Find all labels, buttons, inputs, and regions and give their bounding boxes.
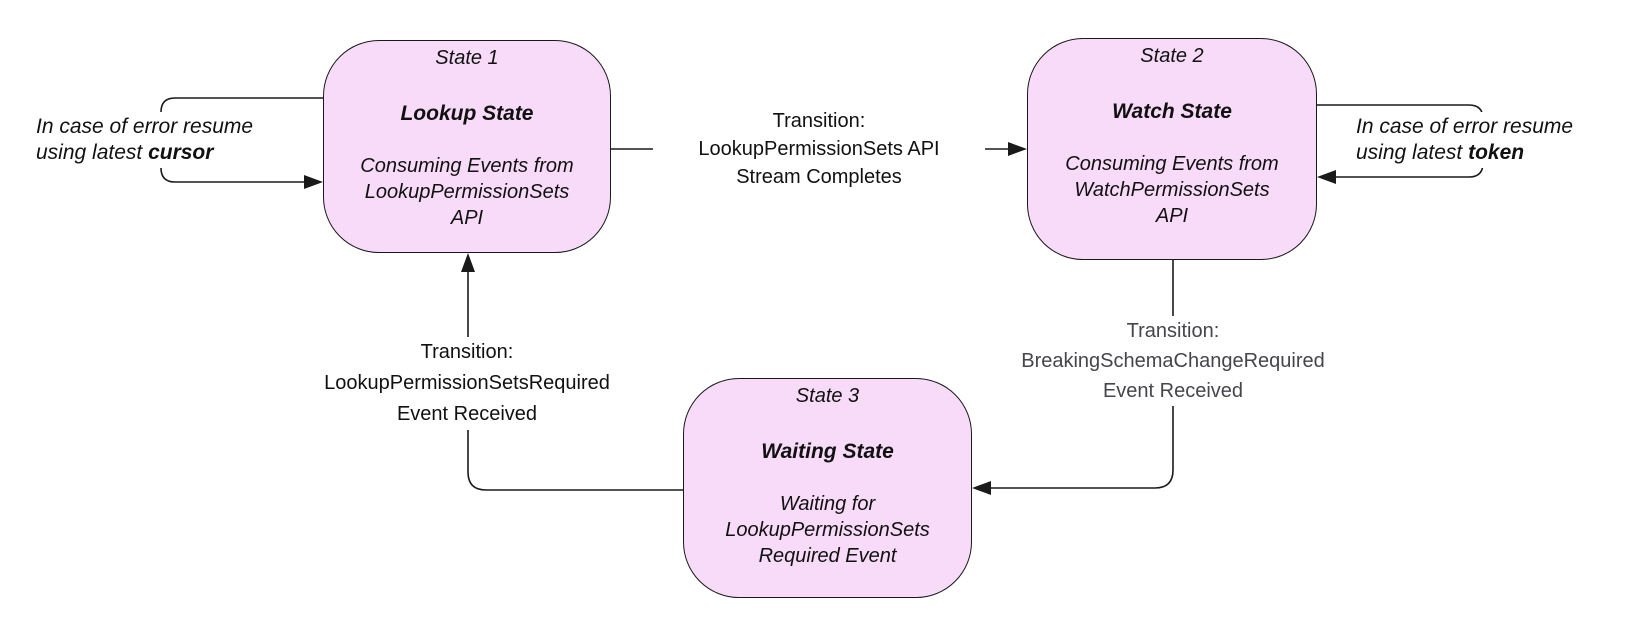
state-step-label: State 2 [1140,45,1204,67]
edge-2to3-line [982,260,1174,489]
edge-label-waiting-to-lookup: Transition: LookupPermissionSetsRequired… [292,337,642,430]
edge-1to2-arrowhead [1008,142,1027,156]
edge-label-line: Stream Completes [736,166,902,188]
edge-label-line: Event Received [396,403,538,425]
state-description-line: Consuming Events from [1065,153,1279,175]
state-name: Waiting State [761,440,894,463]
state-node-watch: State 2 Watch State Consuming Events fro… [1027,38,1317,260]
state-step-label: State 3 [795,385,860,407]
state-description-line: API [450,207,484,229]
state-name: Lookup State [400,102,534,125]
state-node-lookup: State 1 Lookup State Consuming Events fr… [323,40,611,253]
state-description-line: Consuming Events from [360,155,574,177]
note-line: In case of error resume [36,115,254,138]
edge-label-line: Transition: [420,341,514,363]
note-line-prefix: using latest [36,141,149,164]
note-line-prefix: using latest [1356,141,1469,164]
state-description-line: Waiting for [779,493,876,515]
edge-label-line: Transition: [772,110,866,132]
state-description-line: LookupPermissionSets [725,519,930,541]
edge-label-line: Transition: [1126,320,1220,342]
edge-label-line: LookupPermissionSetsRequired [324,372,610,394]
edge-label-watch-to-waiting: Transition: BreakingSchemaChangeRequired… [993,316,1353,406]
state-description: Waiting for LookupPermissionSets Require… [684,491,971,569]
error-resume-note-cursor: In case of error resume using latest cur… [32,112,260,168]
edge-3to1-line [467,263,683,491]
state-description-line: WatchPermissionSets [1074,179,1270,201]
note-line: using latest cursor [36,140,253,166]
edge-2to3-arrowhead [972,481,991,495]
note-line: using latest token [1356,140,1573,166]
edge-label-line: BreakingSchemaChangeRequired [1021,350,1325,372]
state-description-line: Required Event [758,545,897,567]
edge-label-lookup-to-watch: Transition: LookupPermissionSets API Str… [653,107,985,191]
note-line: In case of error resume [1356,115,1574,138]
state-description: Consuming Events from WatchPermissionSet… [1028,151,1316,229]
state-description-line: API [1155,205,1189,227]
edge-3to1-arrowhead [461,253,475,272]
error-resume-note-token: In case of error resume using latest tok… [1352,112,1580,168]
state-name: Watch State [1112,100,1232,123]
note-keyword: cursor [148,141,214,164]
edge-label-line: Event Received [1102,380,1244,402]
note-keyword: token [1468,141,1525,164]
state-description-line: LookupPermissionSets [364,181,570,203]
state-description: Consuming Events from LookupPermissionSe… [324,153,610,231]
loop-state1-arrowhead [304,175,323,189]
loop-state2-arrowhead [1317,170,1336,184]
state-step-label: State 1 [435,47,499,69]
state-node-waiting: State 3 Waiting State Waiting for Lookup… [683,378,972,598]
edge-label-line: LookupPermissionSets API [698,138,940,160]
